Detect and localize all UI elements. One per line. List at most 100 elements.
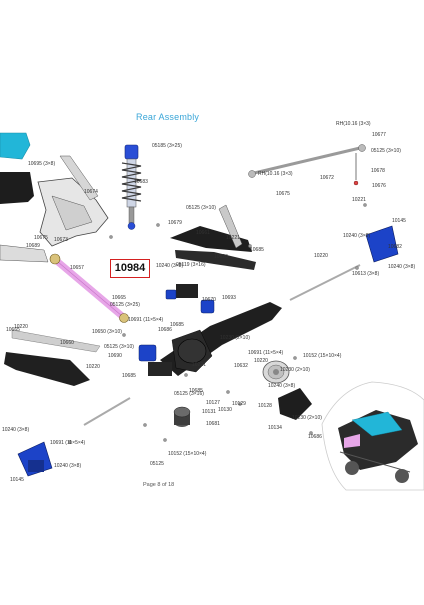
part-label: 10152 (15×10×4) xyxy=(168,451,207,457)
part-label: 10660 xyxy=(60,340,74,346)
page-footer: Page 8 of 18 xyxy=(143,482,175,488)
upper-link-arm xyxy=(170,226,252,252)
part-label: 10220 xyxy=(314,253,328,259)
part-label: 10677 xyxy=(372,132,386,138)
part-label: 05125 xyxy=(150,461,164,467)
part-label: 10673 xyxy=(54,237,68,243)
upper-link-rod xyxy=(248,144,366,186)
part-label: 10221 xyxy=(352,197,366,203)
part-label: 10230 (2×10) xyxy=(292,415,322,421)
part-label: 10230 (2×10) xyxy=(220,335,250,341)
part-label: 10127 xyxy=(206,400,220,406)
part-label: 10681 xyxy=(206,421,220,427)
axle-shaft-left xyxy=(83,397,131,426)
part-label: 10685 xyxy=(122,373,136,379)
part-label: 10221 xyxy=(192,362,206,368)
part-label: 10695 (3×8) xyxy=(28,161,56,167)
battery-tray xyxy=(0,172,34,204)
shock-tower-arm xyxy=(59,155,99,201)
small-hardware xyxy=(68,203,367,444)
part-label: 05125 (3×10) xyxy=(371,148,401,154)
driveshaft xyxy=(49,253,129,323)
lower-arm-left xyxy=(4,352,90,386)
part-label: 05125 (3×25) xyxy=(110,302,140,308)
highlighted-part-callout: 10984 xyxy=(110,259,150,278)
blue-hub-right xyxy=(365,225,399,263)
part-label: 10220 xyxy=(86,364,100,370)
part-label: 10686 xyxy=(158,327,172,333)
diff-cover xyxy=(278,388,312,420)
part-label: 10679 xyxy=(168,220,182,226)
part-label: 10632 xyxy=(234,363,248,369)
part-label: 10220 xyxy=(254,358,268,364)
part-label: 10690 xyxy=(108,353,122,359)
part-label: 10620 xyxy=(214,254,228,260)
shock-tower-brace xyxy=(51,195,93,231)
part-label: RH(10.16 (3×3) xyxy=(258,171,293,177)
part-label: 10130 xyxy=(218,407,232,413)
part-label: 10693 xyxy=(222,295,236,301)
blue-link-mount xyxy=(200,299,215,314)
part-label: 10676 xyxy=(372,183,386,189)
part-label: 10240 (3×8) xyxy=(2,427,30,433)
differential-gear xyxy=(262,360,290,384)
part-label: 10230 (2×10) xyxy=(280,367,310,373)
part-label: 10240 (3×8) xyxy=(54,463,82,469)
part-label: 10665 xyxy=(6,327,20,333)
part-label: 10689 xyxy=(26,243,40,249)
blue-servo-mount xyxy=(165,289,177,300)
part-label: 10240 (3×8) xyxy=(156,263,184,269)
part-label: 10691 (11×5×4) xyxy=(50,440,86,446)
part-label: 10221 xyxy=(226,235,240,241)
diagram-title: Rear Assembly xyxy=(136,112,200,122)
part-label: 10686 xyxy=(308,434,322,440)
part-label: 10675 xyxy=(34,235,48,241)
part-label: 05185 (3×25) xyxy=(152,143,182,149)
part-label: 05125 (3×16) xyxy=(174,391,204,397)
part-label: 10674 xyxy=(84,189,98,195)
lower-link-rod xyxy=(11,329,101,353)
part-label: 05125 (3×10) xyxy=(104,344,134,350)
part-label: 10240 (3×8) xyxy=(268,383,296,389)
part-label: 10134 xyxy=(268,425,282,431)
servo-body xyxy=(176,284,198,298)
part-label: 10129 xyxy=(232,401,246,407)
part-label: 10675 xyxy=(276,191,290,197)
inset-truck-view xyxy=(321,381,424,491)
blue-lower-mount xyxy=(138,344,157,362)
part-label: 10691 (11×5×4) xyxy=(128,317,164,323)
pinion-cylinder xyxy=(173,406,191,427)
part-label: 10672 xyxy=(320,175,334,181)
axle-shaft-right xyxy=(289,264,361,301)
part-label: 10240 (3×8) xyxy=(343,233,371,239)
part-label: 10152 (15×10×4) xyxy=(303,353,342,359)
part-label: 10670 xyxy=(202,297,216,303)
servo-mount-arm xyxy=(175,250,256,270)
part-label: 10678 xyxy=(371,168,385,174)
part-label: 10220 xyxy=(14,324,28,330)
part-label: 10131 xyxy=(202,409,216,415)
lower-link-left xyxy=(0,244,49,263)
part-label: 10661 xyxy=(196,230,210,236)
part-label: 10685 xyxy=(170,322,184,328)
part-label: 10650 (3×10) xyxy=(92,329,122,335)
part-label: RH(10.16 (3×3) xyxy=(336,121,371,127)
part-label: 10683 xyxy=(134,179,148,185)
shock-absorber xyxy=(121,144,142,230)
link-strut xyxy=(218,204,243,249)
part-label: 10128 xyxy=(258,403,272,409)
blue-hub-left-face xyxy=(28,460,44,472)
axle-housing xyxy=(148,302,282,376)
part-label: 10240 (3×8) xyxy=(388,264,416,270)
part-label: 05119 (3×16) xyxy=(176,262,206,268)
part-label: 10145 xyxy=(392,218,406,224)
part-label: 10145 xyxy=(10,477,24,483)
part-label: 10691 (11×5×4) xyxy=(248,350,284,356)
cyan-body-fragment xyxy=(0,132,31,160)
part-label: 10685 xyxy=(250,247,264,253)
part-label: 10613 (3×8) xyxy=(352,271,380,277)
part-label: 05125 (3×10) xyxy=(186,205,216,211)
part-label: 10665 xyxy=(112,295,126,301)
